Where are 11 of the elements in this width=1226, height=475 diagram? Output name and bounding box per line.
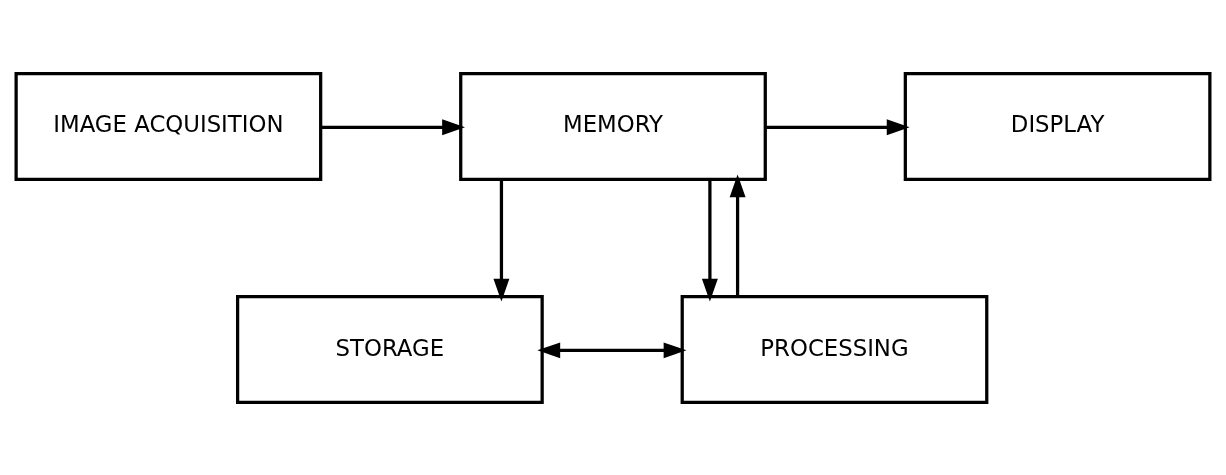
arrow <box>320 118 465 135</box>
node-box: IMAGE ACQUISITION <box>14 71 323 181</box>
arrow <box>729 174 746 296</box>
arrow <box>765 118 910 135</box>
node-box: DISPLAY <box>903 71 1212 181</box>
arrow <box>537 341 687 358</box>
node-box: STORAGE <box>236 294 544 404</box>
arrow <box>493 179 510 301</box>
node-box: PROCESSING <box>680 294 989 404</box>
node-box: MEMORY <box>459 71 767 181</box>
arrow <box>701 179 718 301</box>
